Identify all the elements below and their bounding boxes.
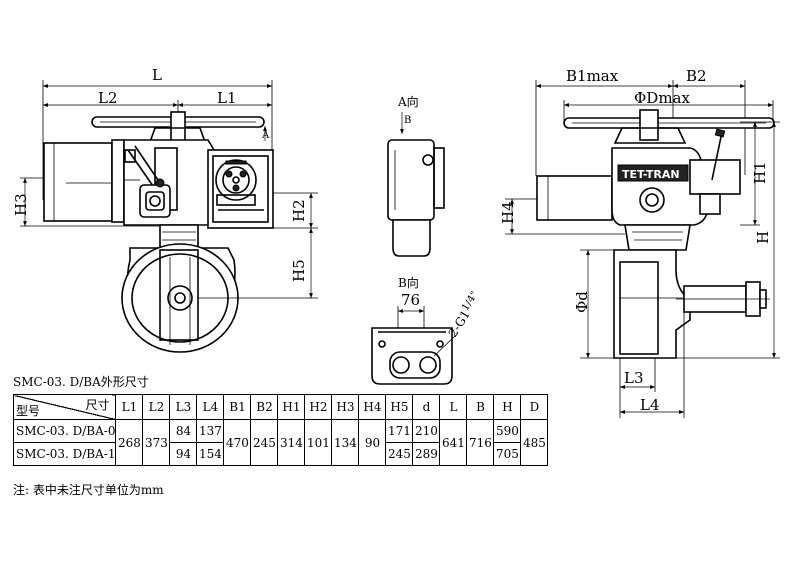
model-name: SMC-03. D/BA-0 xyxy=(12,419,117,443)
cell-L4: 137 xyxy=(196,419,225,443)
cell-L3: 84 xyxy=(169,419,198,443)
col-header: d xyxy=(412,394,441,420)
col-header: L3 xyxy=(169,394,198,420)
dim-H5: H5 xyxy=(290,259,308,282)
handwheel xyxy=(91,111,265,143)
col-header: B1 xyxy=(223,394,252,420)
spec-table: 尺寸 型号 L1 L2 L3 L4 B1 B2 H1 H2 H3 H4 H5 d… xyxy=(12,394,549,466)
cell-B: 716 xyxy=(466,419,495,466)
cell-L2: 373 xyxy=(142,419,171,466)
cell-H3: 134 xyxy=(331,419,360,466)
col-header: L xyxy=(439,394,468,420)
cell-L4: 154 xyxy=(196,442,225,466)
cell-H5: 171 xyxy=(385,419,414,443)
dim-H4: H4 xyxy=(499,201,517,224)
table-caption: SMC-03. D/BA外形尺寸 xyxy=(13,375,149,389)
dim-L3: L3 xyxy=(624,369,644,387)
cell-H1: 314 xyxy=(277,419,306,466)
col-header: B2 xyxy=(250,394,279,420)
dim-B2: B2 xyxy=(686,67,707,85)
corner-label-model: 型号 xyxy=(16,404,41,418)
cell-B1: 470 xyxy=(223,419,252,466)
dim-H3: H3 xyxy=(12,193,30,216)
dim-76: 76 xyxy=(401,291,420,309)
view-A-arrow-B: B xyxy=(404,115,411,126)
dim-H: H xyxy=(754,231,772,244)
col-header: B xyxy=(466,394,495,420)
cell-B2: 245 xyxy=(250,419,279,466)
arrow-A: A xyxy=(261,130,270,141)
view-B: B向 76 2-G11/4" xyxy=(371,275,484,385)
thread-label: 2-G11/4" xyxy=(445,290,484,340)
col-header: L4 xyxy=(196,394,225,420)
col-header: H3 xyxy=(331,394,360,420)
view-A-title: A向 xyxy=(397,94,419,109)
cell-L: 641 xyxy=(439,419,468,466)
col-header: H2 xyxy=(304,394,333,420)
col-header: H4 xyxy=(358,394,387,420)
table-header-row: 尺寸 型号 L1 L2 L3 L4 B1 B2 H1 H2 H3 H4 H5 d… xyxy=(12,394,549,420)
cell-H5: 245 xyxy=(385,442,414,466)
dim-H1: H1 xyxy=(751,161,769,184)
valve-body xyxy=(121,224,239,353)
cell-H4: 90 xyxy=(358,419,387,466)
cell-H2: 101 xyxy=(304,419,333,466)
gearbox xyxy=(123,139,215,226)
model-name: SMC-03. D/BA-1 xyxy=(12,442,117,466)
cell-L1: 268 xyxy=(115,419,144,466)
cell-d: 210 xyxy=(412,419,441,443)
dim-L: L xyxy=(152,66,162,84)
front-view: L L2 L1 xyxy=(12,66,318,353)
dim-H2: H2 xyxy=(290,199,308,222)
motor xyxy=(43,139,125,223)
brand-plate: TET-TRAN xyxy=(622,168,680,181)
table-corner: 尺寸 型号 xyxy=(12,394,117,420)
units-note: 注: 表中未注尺寸单位为mm xyxy=(13,483,164,497)
col-header: D xyxy=(520,394,549,420)
col-header: H5 xyxy=(385,394,414,420)
cell-L3: 94 xyxy=(169,442,198,466)
dim-B1max: B1max xyxy=(566,67,619,85)
table-row: SMC-03. D/BA-0 268 373 84 137 470 245 31… xyxy=(12,419,549,466)
dim-L2: L2 xyxy=(98,89,118,107)
col-header: H xyxy=(493,394,522,420)
cell-d: 289 xyxy=(412,442,441,466)
cell-D: 485 xyxy=(520,419,549,466)
cell-H: 705 xyxy=(493,442,522,466)
col-header: L2 xyxy=(142,394,171,420)
dim-Dmax: ΦDmax xyxy=(634,89,690,107)
control-box xyxy=(207,149,274,229)
dim-d: Φd xyxy=(573,291,591,313)
view-A: A向 B xyxy=(387,94,445,257)
table-row: SMC-03. D/BA-1 94 154 245 289 705 xyxy=(12,442,548,466)
cell-H: 590 xyxy=(493,419,522,443)
view-B-title: B向 xyxy=(398,275,419,290)
col-header: L1 xyxy=(115,394,144,420)
col-header: H1 xyxy=(277,394,306,420)
side-view: B1max B2 ΦDmax TET-TRAN xyxy=(499,67,780,418)
corner-label-size: 尺寸 xyxy=(85,398,110,412)
dim-L4: L4 xyxy=(640,396,660,414)
dim-L1: L1 xyxy=(217,89,237,107)
